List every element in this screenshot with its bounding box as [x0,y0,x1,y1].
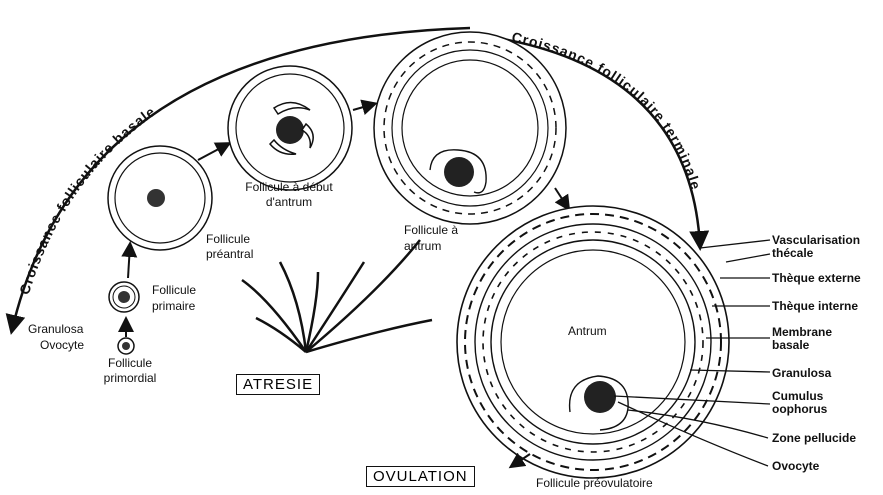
antral-follicle [374,32,566,224]
theque-externe-label: Thèque externe [772,271,861,285]
cumulus-label: Cumulus oophorus [772,390,852,416]
vascularisation-label: Vascularisation thécale [772,234,878,260]
ovocyte-label: Ovocyte [772,459,819,473]
zone-pellucide-label: Zone pellucide [772,431,856,445]
primordial-follicle-label: Follicule primordial [85,356,175,386]
oocyte-pointer-label: Ovocyte [40,338,84,352]
granulosa-pointer-label: Granulosa [28,322,83,336]
atresia-box: ATRESIE [236,374,320,395]
preantral-follicle [108,146,212,250]
membrane-basale-label: Membrane basale [772,326,852,352]
primordial-follicle [118,338,134,354]
granulosa-label: Granulosa [772,366,831,380]
preovulatory-follicle [457,206,729,478]
antral-follicle-label: Follicule à antrum [404,222,484,254]
primary-follicle [109,282,139,312]
primary-follicle-label: Follicule primaire [152,282,222,314]
theque-interne-label: Thèque interne [772,299,858,313]
preantral-follicle-label: Follicule préantral [206,232,286,262]
early-antrum-label: Follicule à début d'antrum [234,180,344,210]
ovulation-box: OVULATION [366,466,475,487]
preovulatory-label: Follicule préovulatoire [536,476,653,490]
early-antrum-follicle [228,66,352,190]
antrum-label: Antrum [568,324,607,338]
